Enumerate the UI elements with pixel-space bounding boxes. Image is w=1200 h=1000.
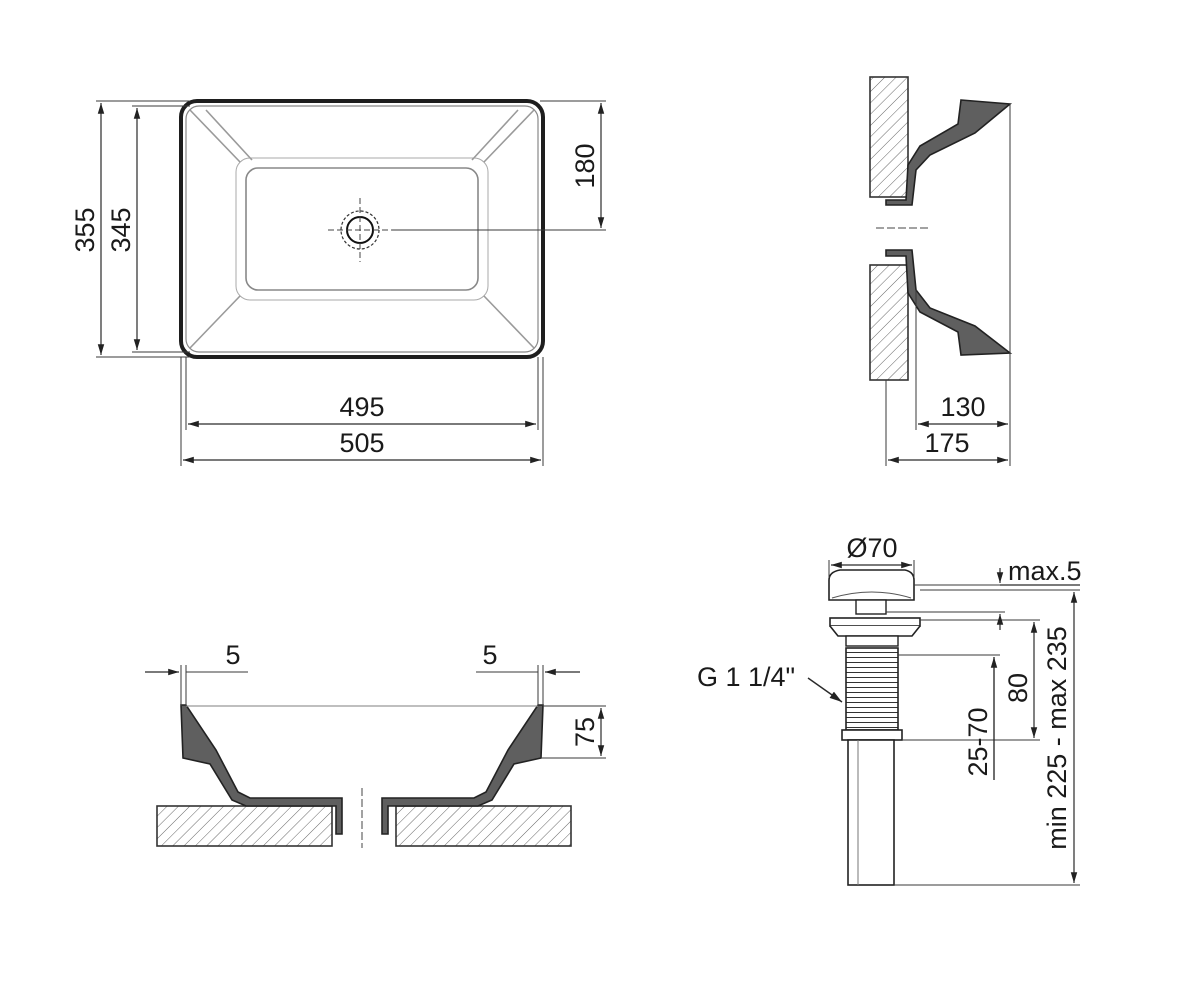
dim-thread-length: 80 [1003, 673, 1033, 703]
drain-threaded-body [845, 647, 899, 731]
drain-stem [855, 599, 887, 615]
dim-clamp-range: 25-70 [963, 707, 993, 776]
basin-bottom [245, 167, 479, 291]
dim-total-length: min 225 - max 235 [1042, 626, 1072, 850]
basin-inner-rim [185, 105, 539, 353]
countertop-right [395, 805, 572, 847]
drain-assembly: Ø70 max.5 G 1 1/4" 80 25-70 min 225 - ma… [697, 533, 1082, 886]
dim-inner-width: 495 [339, 392, 384, 422]
dim-overall-depth: 355 [70, 207, 100, 252]
dim-inner-reach: 130 [940, 392, 985, 422]
dim-cap-gap: max.5 [1008, 556, 1082, 586]
dim-left-wall: 5 [225, 640, 240, 670]
drain-cap [828, 569, 915, 601]
dim-cap-diameter: Ø70 [846, 533, 897, 563]
dim-height: 75 [570, 717, 600, 747]
basin-wall-left [180, 704, 343, 835]
dim-thread: G 1 1/4" [697, 662, 795, 692]
countertop-lower [869, 264, 909, 381]
drain-tailpipe [847, 739, 895, 886]
basin-outer-outline [179, 99, 545, 359]
dim-inner-depth: 345 [106, 207, 136, 252]
basin-wall-right [381, 704, 544, 835]
countertop-left [156, 805, 333, 847]
basin-bottom-inner [235, 157, 489, 301]
basin-wall-section-upper [885, 99, 1013, 206]
dim-overall-width: 505 [339, 428, 384, 458]
dim-right-wall: 5 [482, 640, 497, 670]
drain-flange [829, 617, 921, 627]
top-view: 355 345 180 495 505 [70, 99, 606, 466]
dim-drain-offset: 180 [570, 143, 600, 188]
basin-slope-lines [189, 109, 535, 349]
side-section-view: 130 175 [869, 76, 1013, 466]
countertop-upper [869, 76, 909, 198]
dim-overall-reach: 175 [924, 428, 969, 458]
front-section-view: 5 5 75 [145, 640, 606, 848]
drain-hole-top [328, 198, 392, 262]
